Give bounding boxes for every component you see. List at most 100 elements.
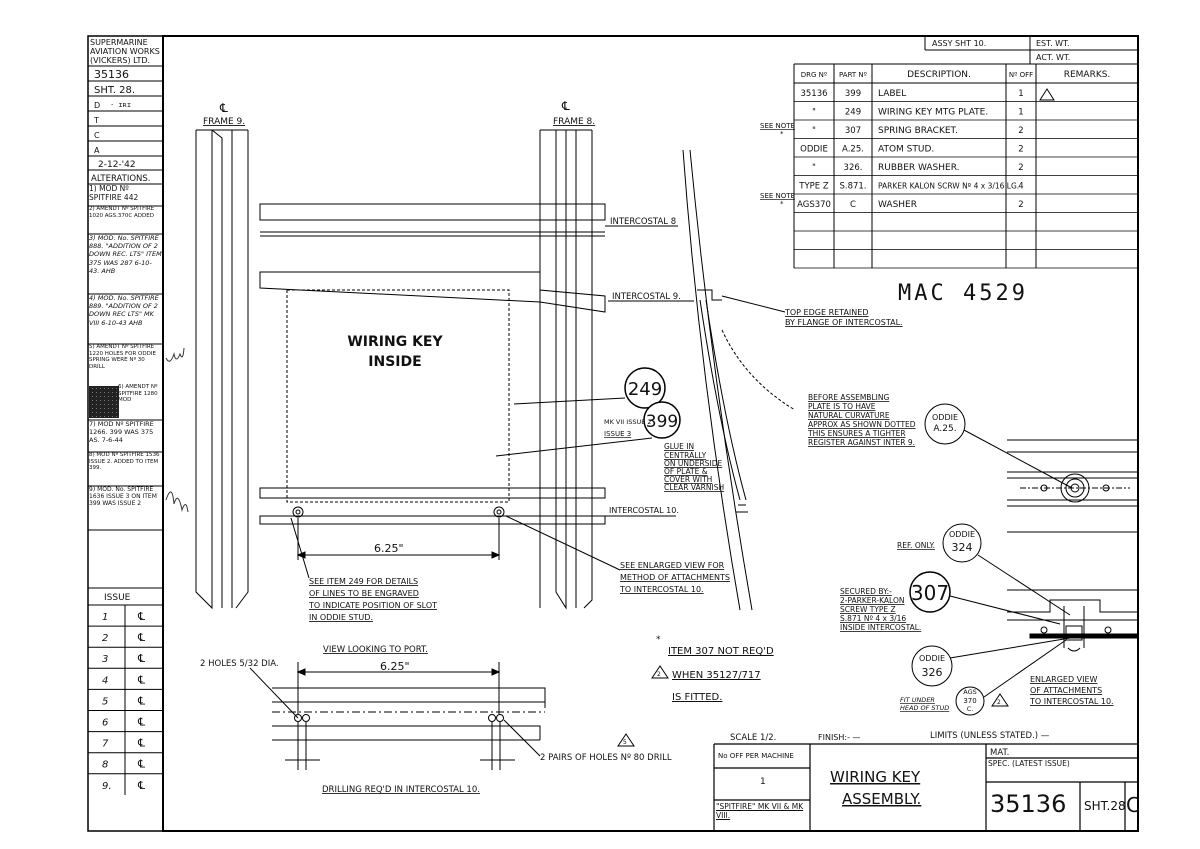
svg-text:C.: C. [967, 705, 974, 713]
wiring-key-label-1: WIRING KEY [347, 334, 443, 350]
strip-sheet: SHT. 28. [94, 85, 135, 96]
oddie-324-line-1: ODDIE [949, 530, 975, 539]
sheet-number: SHT.28 [1084, 799, 1126, 813]
issue-number: 4 [102, 675, 108, 686]
alteration-7: 7) MOD Nº SPITFIRE 1266. 399 WAS 375 AS.… [89, 420, 154, 444]
oddie-324-leader [977, 554, 1071, 616]
enlarged-view-plan [1007, 439, 1138, 533]
parts-cell: PARKER KALON SCRW Nº 4 x 3/16 LG. [878, 182, 1019, 191]
weight-header: ASSY SHT 10. EST. WT. ACT. WT. [924, 36, 1138, 65]
view-looking-label: VIEW LOOKING TO PORT. [323, 645, 428, 655]
drawing-title-2: ASSEMBLY. [842, 790, 921, 808]
item-249-leader [513, 397, 626, 405]
parts-cell: RUBBER WASHER. [878, 163, 960, 173]
parts-cell: WIRING KEY MTG PLATE. [878, 108, 988, 118]
issue-centreline-mark: ℄ [137, 652, 145, 665]
alteration-6: 6) AMENDT Nº SPITFIRE 1280 MOD [118, 384, 158, 403]
parts-cell: " [812, 163, 816, 173]
parts-cell: LABEL [878, 89, 906, 99]
oddie-326-line-1: ODDIE [919, 654, 945, 663]
assy-sheet: ASSY SHT 10. [932, 39, 986, 48]
svg-text:REGISTER AGAINST INTER 9.: REGISTER AGAINST INTER 9. [808, 438, 915, 447]
oddie-a25-balloon [924, 403, 966, 445]
parts-header-cell: REMARKS. [1064, 70, 1111, 80]
item-249-balloon [624, 367, 666, 409]
remarks-amendment-triangle [1039, 88, 1055, 101]
wiring-key-label-2: INSIDE [368, 354, 421, 370]
alteration-1: 1) MOD Nº SPITFIRE 442 [89, 184, 139, 202]
side-section [682, 149, 796, 611]
two-pairs-leader [503, 719, 541, 757]
parts-cell: 35136 [800, 89, 827, 99]
parts-cell: 1 [1018, 89, 1023, 99]
issue-title: ISSUE [104, 593, 131, 603]
parts-cell: ODDIE [800, 145, 828, 155]
parts-cell: TYPE Z [798, 182, 829, 192]
two-holes-leader [249, 667, 299, 719]
see-note-2: SEE NOTE [760, 192, 795, 200]
oddie-324-line-2: 324 [952, 541, 973, 554]
top-edge-leader [721, 295, 786, 313]
see-item-249-leader [290, 517, 310, 579]
svg-text:PLATE IS TO HAVE: PLATE IS TO HAVE [808, 402, 876, 411]
svg-text:TO INTERCOSTAL 10.: TO INTERCOSTAL 10. [619, 585, 704, 594]
alteration-9: 9) MOD. No. SPITFIRE 1636 ISSUE 3 ON ITE… [89, 486, 157, 508]
frame-8 [539, 129, 593, 610]
enlarged-view-section [1007, 589, 1139, 652]
svg-text:SEE ITEM 249 FOR DETAILS: SEE ITEM 249 FOR DETAILS [309, 577, 418, 586]
oddie-326-leader [949, 637, 1071, 659]
alterations-title: ALTERATIONS. [91, 174, 151, 184]
issue-centreline-mark: ℄ [137, 610, 145, 623]
spec-label: SPEC. (LATEST ISSUE) [988, 759, 1070, 768]
item-307-label: 307 [911, 581, 949, 605]
parts-cell: 326. [844, 163, 863, 173]
two-pairs-label: 2 PAIRS OF HOLES Nº 80 DRILL [540, 753, 672, 763]
drilling-label: DRILLING REQ'D IN INTERCOSTAL 10. [322, 785, 480, 795]
svg-text:NATURAL CURVATURE: NATURAL CURVATURE [808, 411, 890, 420]
frame-9 [195, 129, 249, 610]
svg-text:OF PLATE &: OF PLATE & [664, 467, 708, 476]
parts-cell: " [812, 108, 816, 118]
est-wt: EST. WT. [1036, 39, 1070, 48]
parts-cell: ATOM STUD. [878, 145, 934, 155]
svg-text:THIS ENSURES A TIGHTER: THIS ENSURES A TIGHTER [807, 429, 906, 438]
issue-number: 6 [102, 718, 108, 729]
intercostal-10-label: INTERCOSTAL 10. [609, 506, 679, 515]
svg-text:TOP EDGE RETAINED: TOP EDGE RETAINED [784, 308, 868, 317]
svg-text:AGS: AGS [963, 688, 977, 696]
svg-text:FIT UNDER: FIT UNDER [900, 696, 935, 704]
parts-cell: WASHER [878, 200, 917, 210]
svg-text:IS FITTED.: IS FITTED. [672, 692, 722, 703]
parts-cell: 2 [1018, 200, 1023, 210]
svg-text:APPROX AS SHOWN DOTTED: APPROX AS SHOWN DOTTED [808, 420, 916, 429]
svg-text:METHOD OF ATTACHMENTS: METHOD OF ATTACHMENTS [620, 573, 730, 582]
strip-row-d-note: ⋅ ɪʀɪ [110, 101, 131, 109]
issue-number: 1 [102, 612, 108, 623]
intercostal-10 [259, 487, 606, 525]
intercostal-10-drilling [272, 687, 546, 770]
issue-centreline-mark: ℄ [137, 779, 145, 792]
before-assembling-note: BEFORE ASSEMBLING PLATE IS TO HAVE NATUR… [807, 393, 916, 447]
svg-text:ON UNDERSIDE: ON UNDERSIDE [664, 459, 722, 468]
item-399-balloon [643, 401, 681, 439]
wiring-key-plate [286, 289, 510, 503]
parts-header-cell: Nº OFF [1009, 71, 1033, 79]
svg-text:OF LINES TO BE ENGRAVED: OF LINES TO BE ENGRAVED [309, 589, 419, 598]
item-307-leader [949, 595, 1061, 625]
two-holes-label: 2 HOLES 5/32 DIA. [200, 659, 279, 669]
mat-label: MAT. [990, 748, 1009, 758]
item-307-balloon [909, 571, 951, 613]
signature-1 [165, 347, 185, 362]
amendment-triangle-2 [617, 733, 635, 747]
svg-text:IN ODDIE STUD.: IN ODDIE STUD. [309, 613, 373, 622]
parts-cell: 2 [1018, 145, 1023, 155]
svg-text:HEAD OF STUD: HEAD OF STUD [900, 704, 949, 712]
svg-text:SCREW TYPE Z: SCREW TYPE Z [840, 605, 896, 614]
strip-date: 2-12-'42 [98, 160, 136, 170]
drawing-title-1: WIRING KEY [830, 768, 921, 786]
parts-cell: 307 [845, 126, 861, 136]
svg-text:S.871 Nº 4 x 3/16: S.871 Nº 4 x 3/16 [840, 614, 906, 623]
amendment-triangle-3-number: 2 [657, 671, 661, 678]
mac-number: MAC 4529 [898, 281, 1028, 306]
parts-header-cell: DESCRIPTION. [907, 70, 971, 80]
